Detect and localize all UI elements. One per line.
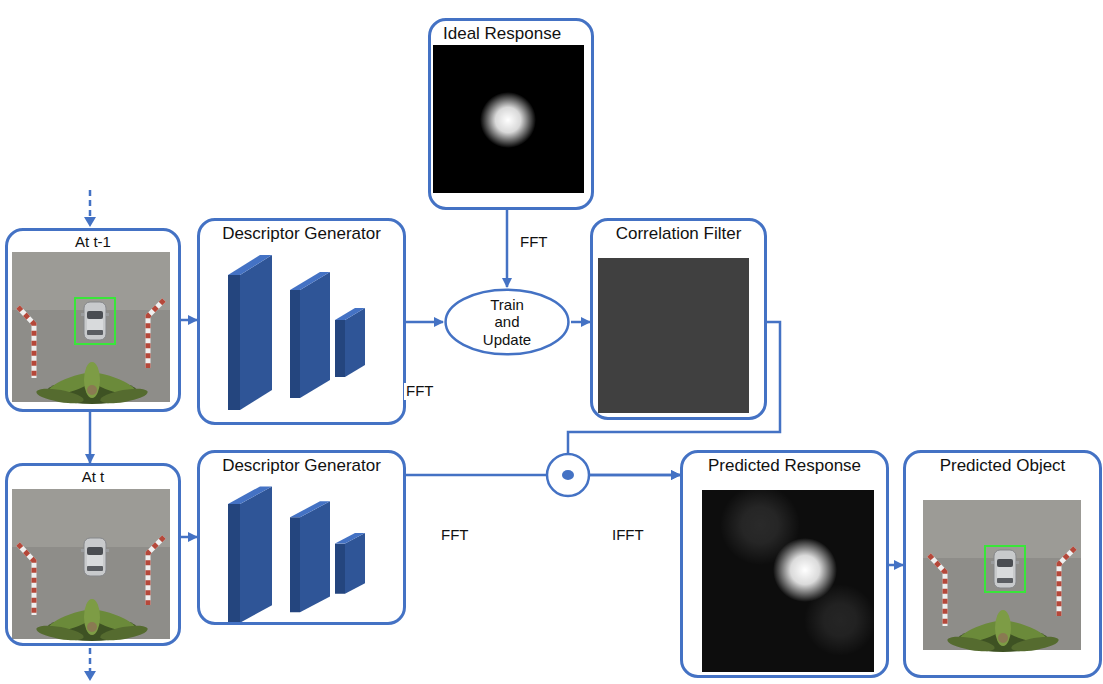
scene [12,252,170,406]
connector-arrow [571,321,590,324]
scene [923,500,1081,654]
node-title: Predicted Object [906,453,1099,476]
train-ellipse: Train and Update [443,287,571,357]
response-box: Predicted Response [680,450,889,678]
product-dot [562,470,574,480]
node-title: Descriptor Generator [200,221,403,244]
frame-box: At t-1 [5,228,181,412]
car [81,538,109,576]
ellipse-shape [446,290,569,354]
connector-arrow [181,536,197,539]
frame-image [923,500,1081,654]
node-title: Descriptor Generator [200,453,403,476]
arrow-head [84,217,96,227]
bounding-box [75,298,115,344]
response-map [433,45,584,193]
node-title: Correlation Filter [593,221,764,244]
sequence-arrow [89,190,92,218]
connector-arrow [889,564,903,567]
connector-arrow [406,321,443,324]
map-ground [433,45,584,193]
frame-image [12,252,170,406]
connector-arrow [181,319,197,322]
operation-label: IFFT [610,527,646,544]
frame-box: At t [5,463,181,646]
cnn-layers [228,486,365,622]
filter-box: Correlation Filter [590,218,767,420]
arrow-head [84,671,96,681]
response-box: Ideal Response [428,18,594,210]
connector-arrow [506,210,509,287]
sequence-arrow [89,648,92,672]
response-peak [480,92,536,148]
node-title: Ideal Response [431,21,591,44]
descriptor-box: Descriptor Generator [197,218,406,425]
edge-label: FFT [518,234,550,251]
filter-map [598,258,749,413]
frame-image [12,489,170,643]
output-box: Predicted Object [903,450,1102,678]
connector-arrow [406,474,680,477]
node-title: At t-1 [8,231,178,250]
descriptor-box: Descriptor Generator [197,450,406,625]
car [991,550,1019,588]
scene [12,489,170,643]
connector-arrow [89,412,92,463]
edge-label: FFT [404,383,436,400]
response-peak [773,538,837,602]
node-title: At t [8,466,178,485]
car [81,302,109,340]
node-title: Train and Update [478,296,536,348]
product-junction [547,454,589,496]
edge-label: FFT [439,527,471,544]
response-map [702,485,876,672]
bounding-box [985,546,1025,592]
cnn-layers [228,255,365,410]
node-title: Predicted Response [683,453,886,476]
